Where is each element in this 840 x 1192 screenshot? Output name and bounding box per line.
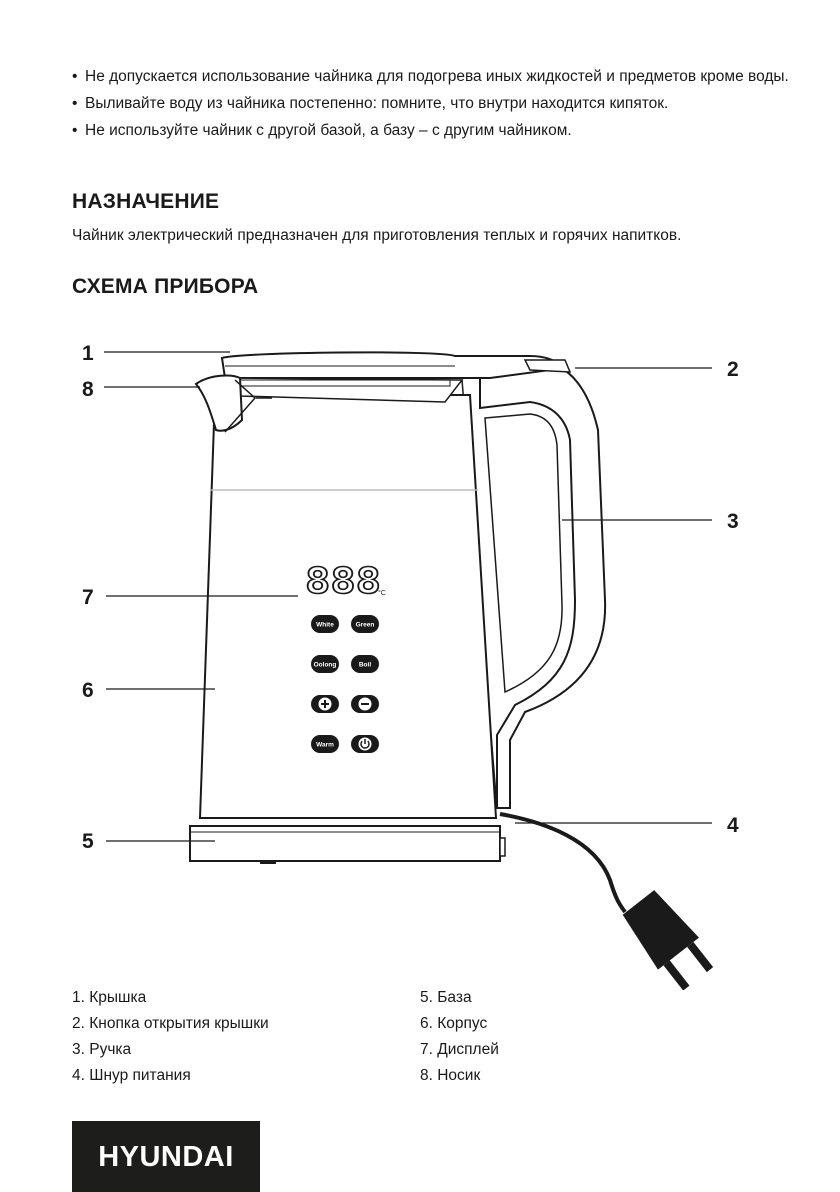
white-tea-button[interactable] bbox=[311, 615, 339, 633]
power-cord bbox=[499, 812, 627, 914]
kettle-display: 888 °C bbox=[304, 560, 386, 603]
warning-item: Выливайте воду из чайника постепенно: по… bbox=[72, 93, 792, 115]
purpose-heading: НАЗНАЧЕНИЕ bbox=[72, 190, 220, 213]
warnings-list: Не допускается использование чайника для… bbox=[72, 66, 792, 147]
boil-button[interactable] bbox=[351, 655, 379, 673]
legend-item: 7. Дисплей bbox=[420, 1041, 499, 1058]
legend-item: 5. База bbox=[420, 989, 472, 1006]
green-tea-label: Green bbox=[356, 622, 375, 629]
purpose-text: Чайник электрический предназначен для пр… bbox=[72, 227, 682, 244]
power-plug bbox=[622, 890, 714, 990]
callout-3: 3 bbox=[727, 510, 739, 533]
scheme-heading: СХЕМА ПРИБОРА bbox=[72, 275, 259, 298]
green-tea-button[interactable] bbox=[351, 615, 379, 633]
kettle-lid bbox=[220, 351, 568, 379]
legend-item: 3. Ручка bbox=[72, 1041, 132, 1058]
white-tea-label: White bbox=[316, 622, 334, 629]
callouts: 1 8 2 3 7 6 4 5 bbox=[82, 342, 739, 853]
power-icon bbox=[358, 737, 372, 751]
legend-item: 1. Крышка bbox=[72, 989, 147, 1006]
oolong-label: Oolong bbox=[314, 662, 337, 669]
brand-name: HYUNDAI bbox=[98, 1141, 234, 1173]
kettle-spout bbox=[194, 374, 244, 432]
warm-button[interactable] bbox=[311, 735, 339, 753]
legend-right-column: 5. База 6. Корпус 7. Дисплей 8. Носик bbox=[420, 988, 499, 1092]
legend-item: 6. Корпус bbox=[420, 1015, 488, 1032]
minus-icon bbox=[358, 697, 372, 711]
warm-label: Warm bbox=[316, 742, 334, 749]
kettle-base bbox=[189, 825, 501, 862]
oolong-button[interactable] bbox=[311, 655, 339, 673]
kettle-handle bbox=[479, 360, 607, 809]
callout-5: 5 bbox=[82, 830, 94, 853]
warning-item: Не используйте чайник с другой базой, а … bbox=[72, 120, 792, 142]
callout-1: 1 bbox=[82, 342, 94, 365]
callout-4: 4 bbox=[727, 814, 739, 837]
kettle-body bbox=[198, 394, 498, 819]
brand-logo: HYUNDAI bbox=[72, 1121, 260, 1192]
callout-8: 8 bbox=[82, 378, 94, 401]
legend-left-column: 1. Крышка 2. Кнопка открытия крышки 3. Р… bbox=[72, 988, 269, 1092]
legend-item: 2. Кнопка открытия крышки bbox=[72, 1015, 269, 1032]
callout-7: 7 bbox=[82, 586, 94, 609]
boil-label: Boil bbox=[359, 662, 371, 669]
plus-icon bbox=[318, 697, 332, 711]
display-digits: 888 bbox=[305, 561, 381, 602]
legend-item: 8. Носик bbox=[420, 1067, 481, 1084]
control-panel: White Green Oolong Boil Warm bbox=[311, 615, 379, 753]
callout-2: 2 bbox=[727, 358, 739, 381]
legend-item: 4. Шнур питания bbox=[72, 1067, 191, 1084]
warning-item: Не допускается использование чайника для… bbox=[72, 66, 792, 88]
kettle-diagram: 888 °C White Green Oolong Boil Warm bbox=[82, 342, 739, 990]
display-unit: °C bbox=[378, 589, 386, 597]
callout-6: 6 bbox=[82, 679, 94, 702]
